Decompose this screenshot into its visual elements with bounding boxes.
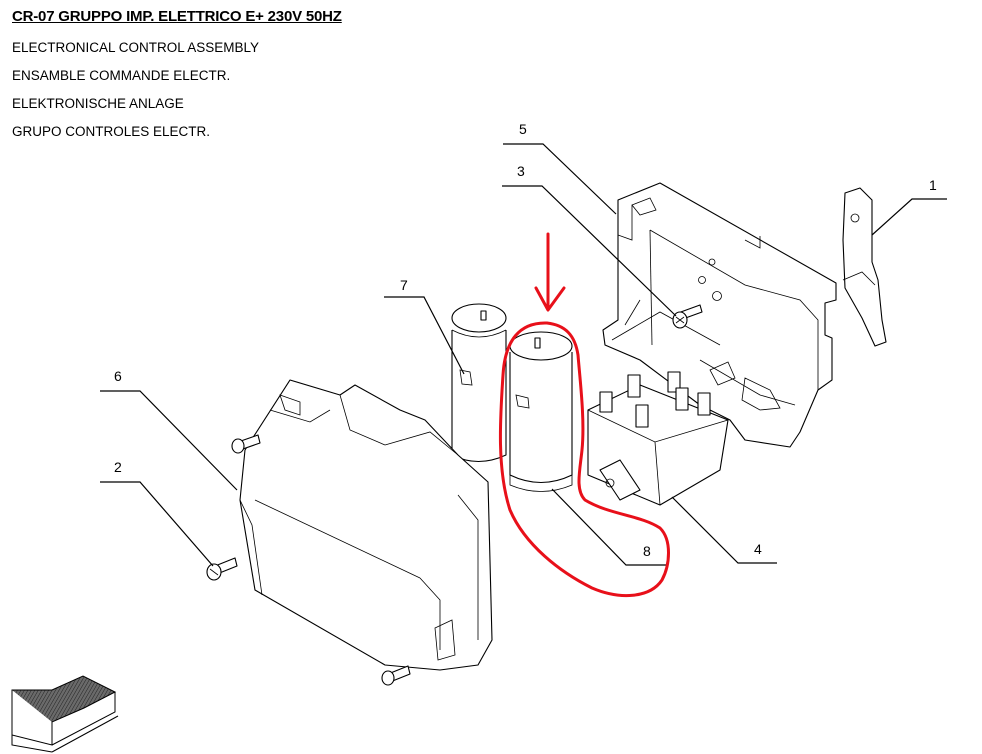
part-2-screw-c [381, 665, 411, 686]
part-3-screw [672, 304, 703, 329]
part-4-relay [587, 371, 729, 506]
leader-7 [384, 296, 465, 375]
title-block: CR-07 GRUPPO IMP. ELETTRICO E+ 230V 50HZ… [12, 8, 342, 146]
leader-4 [671, 496, 777, 564]
callout-4: 4 [754, 541, 762, 557]
callout-8: 8 [643, 543, 651, 559]
page-title: CR-07 GRUPPO IMP. ELETTRICO E+ 230V 50HZ [12, 8, 342, 25]
leader-8 [551, 488, 666, 566]
red-annotation [498, 232, 670, 598]
callout-2: 2 [114, 459, 122, 475]
leader-2 [100, 481, 214, 567]
leader-6 [100, 390, 238, 491]
direction-arrow-icon [11, 675, 119, 753]
title-line-en: ELECTRONICAL CONTROL ASSEMBLY [12, 40, 260, 55]
part-6-cover [239, 379, 493, 671]
leader-3 [502, 185, 677, 317]
leader-lines [100, 143, 947, 567]
leader-5 [503, 143, 617, 215]
callout-3: 3 [517, 163, 525, 179]
part-2-screw-a [206, 557, 238, 581]
part-5-back-plate [602, 182, 837, 448]
callout-6: 6 [114, 368, 122, 384]
callout-5: 5 [519, 121, 527, 137]
callout-1: 1 [929, 177, 937, 193]
callout-7: 7 [400, 277, 408, 293]
title-line-es: GRUPO CONTROLES ELECTR. [12, 124, 211, 139]
title-line-fr: ENSAMBLE COMMANDE ELECTR. [12, 68, 231, 83]
red-highlight-loop [498, 321, 670, 598]
part-2-screw-b [231, 434, 261, 454]
part-7-capacitor [451, 303, 507, 463]
part-8-capacitor [509, 331, 573, 492]
title-line-de: ELEKTRONISCHE ANLAGE [12, 96, 184, 111]
leader-1 [871, 198, 947, 236]
red-arrow-head [534, 286, 566, 312]
part-1-lever [842, 187, 887, 347]
